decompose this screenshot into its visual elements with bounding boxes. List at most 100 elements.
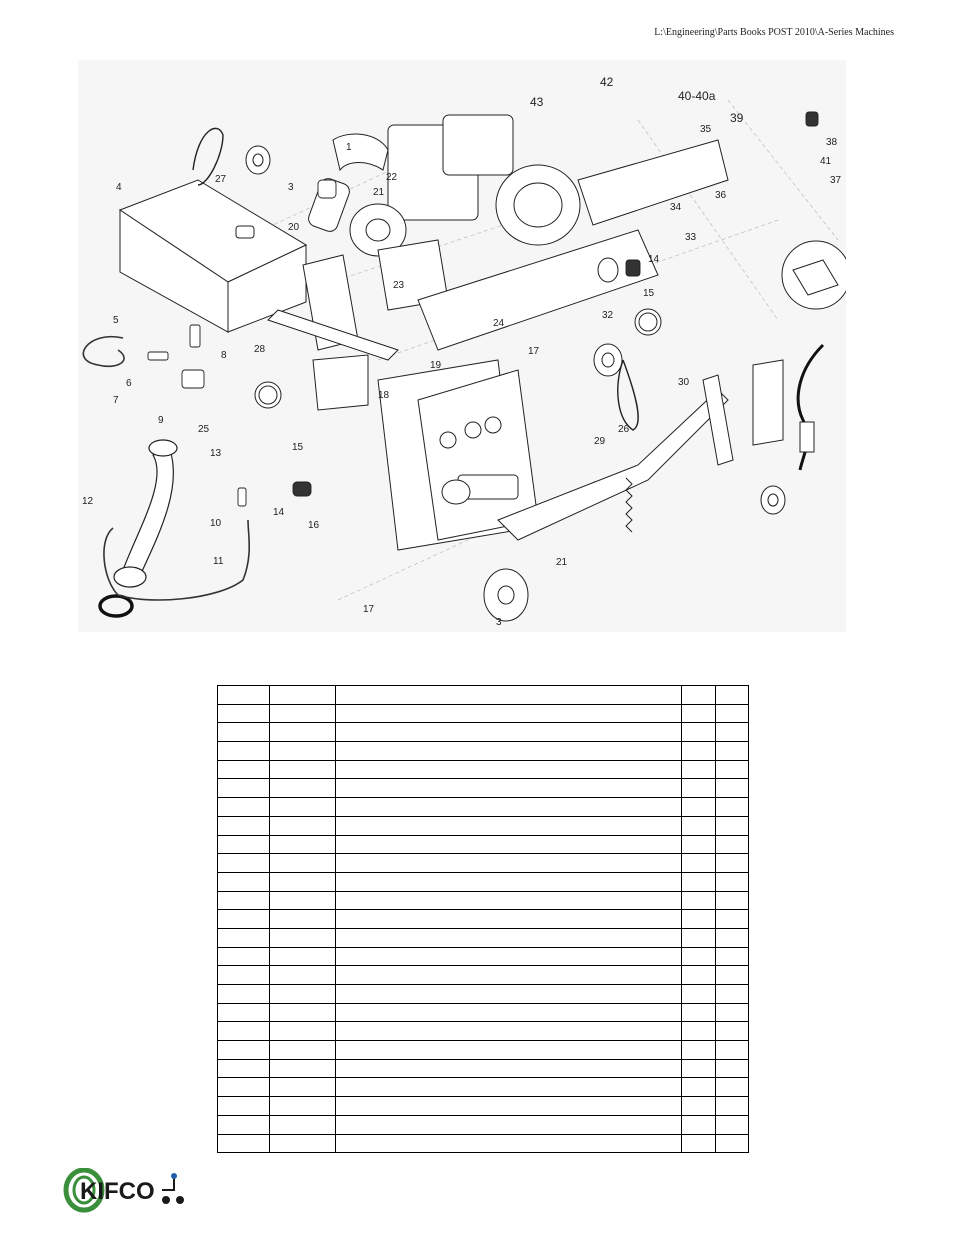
table-row: [217, 703, 749, 724]
table-cell: [715, 1002, 749, 1023]
table-row: [217, 909, 749, 929]
table-cell: [681, 778, 716, 799]
table-cell: [269, 722, 336, 743]
table-cell: [217, 946, 270, 967]
table-cell: [335, 722, 682, 743]
callout-17b: 17: [528, 346, 540, 357]
callout-5: 5: [113, 315, 119, 326]
kifco-logo: KIFCO: [62, 1167, 192, 1213]
table-cell: [335, 927, 682, 948]
table-cell: [681, 1021, 716, 1042]
table-cell: [269, 871, 336, 892]
table-cell: [335, 1096, 682, 1116]
table-cell: [335, 834, 682, 855]
table-cell: [715, 722, 749, 743]
table-cell: [715, 1058, 749, 1079]
table-cell: [217, 909, 270, 929]
callout-25: 25: [198, 424, 210, 435]
logo-text: KIFCO: [80, 1178, 155, 1205]
table-cell: [217, 778, 270, 799]
table-cell: [335, 703, 682, 724]
callout-30: 30: [678, 377, 690, 388]
table-cell: [681, 984, 716, 1004]
table-cell: [681, 741, 716, 761]
table-cell: [681, 815, 716, 836]
table-cell: [217, 759, 270, 780]
table-cell: [217, 1002, 270, 1023]
table-cell: [335, 1021, 682, 1042]
table-cell: [269, 1058, 336, 1079]
table-cell: [269, 1114, 336, 1135]
table-cell: [269, 834, 336, 855]
table-cell: [335, 815, 682, 836]
belts: [192, 127, 639, 431]
fittings: [147, 111, 819, 507]
table-cell: [269, 741, 336, 761]
callout-3b: 3: [496, 617, 502, 628]
table-cell: [269, 927, 336, 948]
table-cell: [715, 1133, 749, 1154]
table-cell: [269, 1077, 336, 1098]
callout-14b: 14: [648, 254, 660, 265]
table-row: [217, 965, 749, 985]
table-cell: [681, 965, 716, 985]
callout-35: 35: [700, 124, 712, 135]
table-cell: [269, 797, 336, 817]
table-cell: [335, 759, 682, 780]
table-cell: [217, 703, 270, 724]
table-cell: [269, 853, 336, 873]
table-cell: [269, 759, 336, 780]
table-cell: [217, 853, 270, 873]
table-cell: [335, 1058, 682, 1079]
callout-38: 38: [826, 137, 838, 148]
table-cell: [217, 1040, 270, 1060]
table-cell: [269, 778, 336, 799]
callout-28: 28: [254, 344, 266, 355]
table-cell: [715, 1021, 749, 1042]
pump-body: [377, 359, 539, 551]
suction-pipe: [113, 439, 178, 588]
parts-table: [217, 685, 749, 1154]
table-cell: [715, 909, 749, 929]
callout-42: 42: [600, 75, 614, 89]
table-cell: [269, 703, 336, 724]
pulleys: [245, 145, 786, 622]
table-row: [217, 1058, 749, 1079]
table-cell: [715, 946, 749, 967]
table-cell: [335, 871, 682, 892]
table-cell: [335, 909, 682, 929]
table-row: [217, 927, 749, 948]
callout-22: 22: [386, 172, 398, 183]
table-cell: [217, 685, 270, 705]
table-cell: [681, 722, 716, 743]
table-row: [217, 685, 749, 705]
exploded-parts-diagram: 1 3 4 5 6 7 8 9 10 11 12 13 14 15 16 17 …: [78, 60, 846, 632]
table-cell: [269, 1021, 336, 1042]
table-row: [217, 778, 749, 799]
table-row: [217, 1021, 749, 1042]
table-row: [217, 1040, 749, 1060]
table-row: [217, 834, 749, 855]
table-cell: [217, 1077, 270, 1098]
table-cell: [681, 871, 716, 892]
diagram-svg: 1 3 4 5 6 7 8 9 10 11 12 13 14 15 16 17 …: [78, 60, 846, 632]
callout-19: 19: [430, 360, 442, 371]
table-cell: [715, 1114, 749, 1135]
table-cell: [681, 946, 716, 967]
callout-1: 1: [346, 142, 352, 153]
callout-37: 37: [830, 175, 842, 186]
table-cell: [269, 1133, 336, 1154]
table-cell: [335, 685, 682, 705]
header-path: L:\Engineering\Parts Books POST 2010\A-S…: [654, 27, 894, 38]
table-row: [217, 984, 749, 1004]
callout-15a: 15: [292, 442, 304, 453]
table-cell: [681, 890, 716, 911]
table-cell: [335, 1077, 682, 1098]
table-cell: [217, 797, 270, 817]
table-cell: [335, 778, 682, 799]
table-cell: [715, 797, 749, 817]
table-cell: [715, 853, 749, 873]
table-cell: [217, 871, 270, 892]
frame-plates: [267, 139, 729, 411]
table-cell: [217, 815, 270, 836]
